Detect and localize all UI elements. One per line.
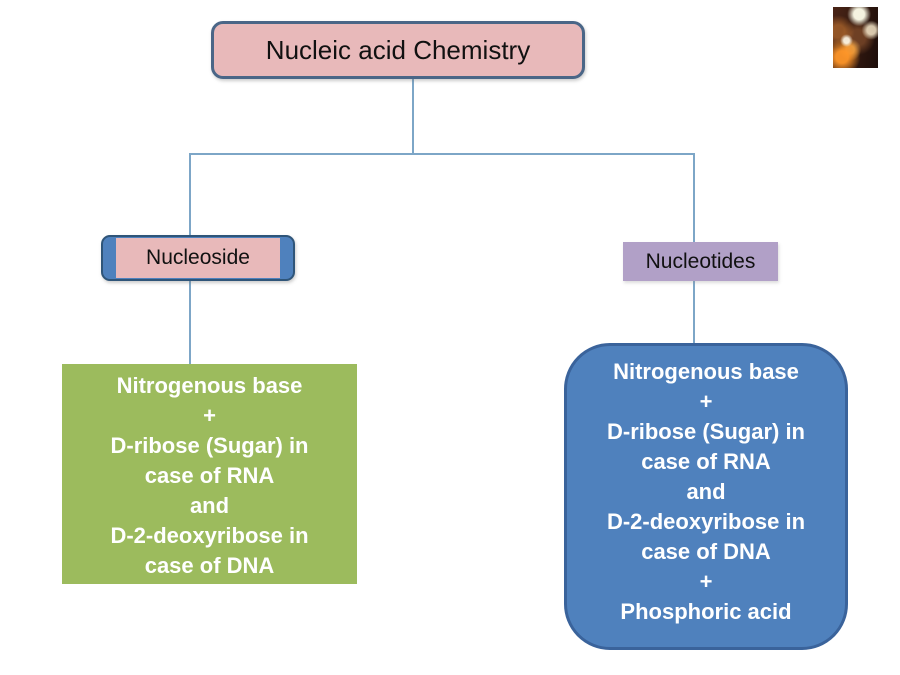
text-line: case of DNA: [144, 553, 275, 578]
decorative-photo: [833, 7, 878, 68]
text-line: case of RNA: [144, 463, 275, 488]
nucleoside-composition-box: Nitrogenous base + D-ribose (Sugar) in case…: [62, 364, 357, 584]
text-line: Nitrogenous base: [116, 373, 303, 398]
connector-left-drop: [189, 153, 191, 235]
root-node-nucleic-acid-chemistry: Nucleic acid Chemistry: [211, 21, 585, 79]
connector-nucleotides-drop: [693, 281, 695, 343]
text-line: and: [686, 479, 726, 504]
connector-root-stem: [412, 79, 414, 153]
text-line: D-2-deoxyribose in: [606, 509, 806, 534]
text-line: Nitrogenous base: [613, 359, 799, 384]
text-line: case of RNA: [641, 449, 771, 474]
nucleoside-inner-panel: Nucleoside: [116, 238, 280, 278]
root-node-label: Nucleic acid Chemistry: [265, 34, 531, 65]
text-line: +: [699, 569, 713, 594]
nucleotide-composition-box: Nitrogenous base + D-ribose (Sugar) in case…: [564, 343, 848, 650]
text-line: +: [203, 403, 216, 428]
text-line: Phosphoric acid: [620, 599, 792, 624]
text-line: D-ribose (Sugar) in: [110, 433, 309, 458]
branch-node-nucleoside: Nucleoside: [101, 235, 295, 281]
text-line: case of DNA: [641, 539, 771, 564]
connector-right-drop: [693, 153, 695, 242]
text-line: and: [189, 493, 230, 518]
nucleoside-label: Nucleoside: [146, 246, 250, 269]
text-line: +: [699, 389, 713, 414]
nucleotides-label: Nucleotides: [645, 249, 756, 273]
text-line: D-ribose (Sugar) in: [606, 419, 805, 444]
connector-nucleoside-drop: [189, 279, 191, 364]
connector-horizontal: [189, 153, 695, 155]
branch-node-nucleotides: Nucleotides: [623, 242, 778, 281]
text-line: D-2-deoxyribose in: [110, 523, 309, 548]
